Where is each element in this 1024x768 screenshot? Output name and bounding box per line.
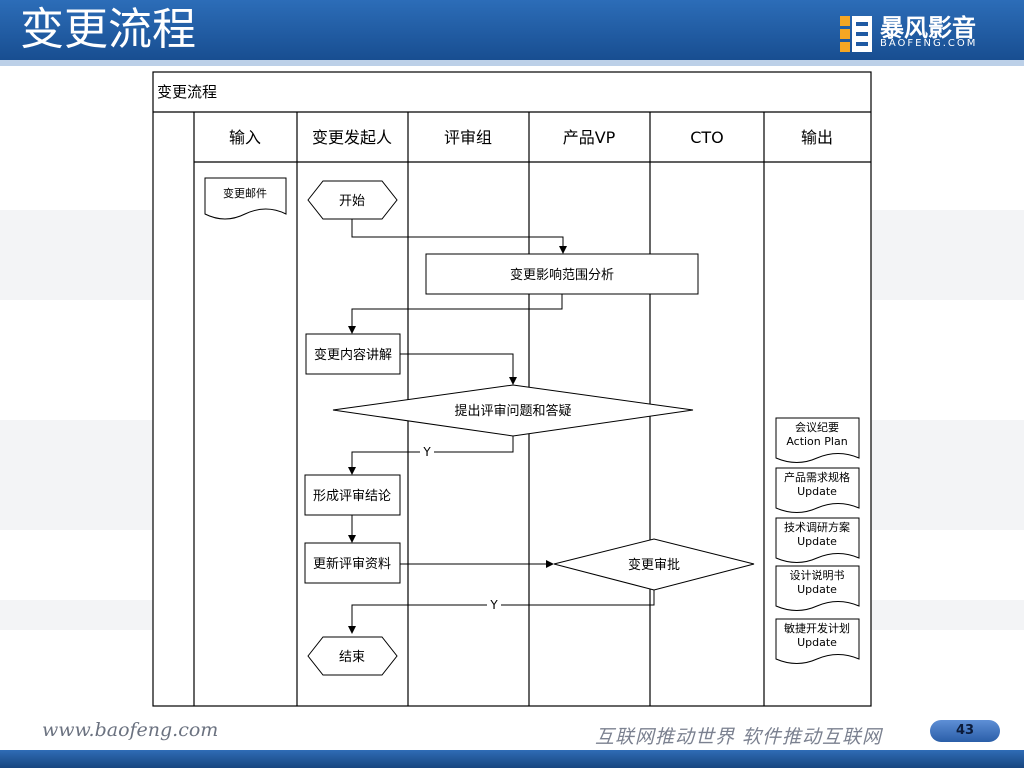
logo-subtext: BAOFENG.COM <box>880 38 978 49</box>
output-doc-title: 技术调研方案 <box>784 520 850 534</box>
lane-header-initiator: 变更发起人 <box>312 128 392 147</box>
page-number-badge: 43 <box>930 720 1000 742</box>
output-doc-subtitle: Update <box>797 485 837 498</box>
flow-arrow <box>400 353 517 385</box>
header-stripe <box>0 60 1024 66</box>
lane-header-product-vp: 产品VP <box>563 128 616 147</box>
logo-text: 暴风影音 <box>880 14 976 42</box>
output-doc-title: 产品需求规格 <box>784 470 850 484</box>
explain-label: 变更内容讲解 <box>314 347 392 363</box>
bottom-bar <box>0 750 1024 768</box>
baofeng-logo: 暴风影音 BAOFENG.COM <box>838 10 998 54</box>
output-doc-title: 设计说明书 <box>790 568 845 582</box>
output-document-5: 敏捷开发计划 Update <box>775 618 860 664</box>
end-node-label: 结束 <box>339 650 365 665</box>
output-doc-title: 敏捷开发计划 <box>784 621 850 635</box>
diagram-title: 变更流程 <box>157 83 217 101</box>
flow-arrow <box>348 590 655 634</box>
output-doc-subtitle: Action Plan <box>786 435 847 448</box>
lane-header-output: 输出 <box>801 128 833 147</box>
input-document-label: 变更邮件 <box>223 186 267 200</box>
flow-arrow <box>348 294 563 334</box>
conclusion-label: 形成评审结论 <box>313 489 391 504</box>
questions-decision <box>332 384 694 437</box>
approve-decision-label: 变更审批 <box>628 557 680 573</box>
update-box <box>304 542 401 584</box>
approve-decision <box>553 538 755 591</box>
output-document-1: 会议纪要 Action Plan <box>775 417 860 463</box>
output-document-4: 设计说明书 Update <box>775 565 860 611</box>
yes-label: Y <box>489 598 498 612</box>
yes-label: Y <box>422 445 431 459</box>
output-doc-subtitle: Update <box>797 535 837 548</box>
slide-title: 变更流程 <box>20 4 196 55</box>
start-node-label: 开始 <box>339 194 365 209</box>
lane-header-cto: CTO <box>690 128 724 147</box>
input-document <box>204 177 287 220</box>
lane-header-input: 输入 <box>229 128 261 147</box>
footer-url[interactable]: www.baofeng.com <box>42 719 219 741</box>
questions-decision-label: 提出评审问题和答疑 <box>454 403 571 419</box>
output-document-3: 技术调研方案 Update <box>775 517 860 563</box>
lane-header-review-group: 评审组 <box>444 128 492 147</box>
logo-icon <box>840 16 872 52</box>
output-document-2: 产品需求规格 Update <box>775 467 860 513</box>
flow-arrow <box>351 219 567 254</box>
explain-box <box>305 333 401 375</box>
start-node <box>307 180 398 220</box>
output-doc-subtitle: Update <box>797 636 837 649</box>
impact-analysis-box <box>425 253 699 295</box>
end-node <box>307 636 398 676</box>
impact-analysis-label: 变更影响范围分析 <box>510 267 614 283</box>
output-doc-title: 会议纪要 <box>795 421 839 434</box>
conclusion-box <box>304 474 401 516</box>
output-doc-subtitle: Update <box>797 583 837 596</box>
update-label: 更新评审资料 <box>313 556 391 572</box>
footer-slogan: 互联网推动世界 软件推动互联网 <box>595 726 883 748</box>
